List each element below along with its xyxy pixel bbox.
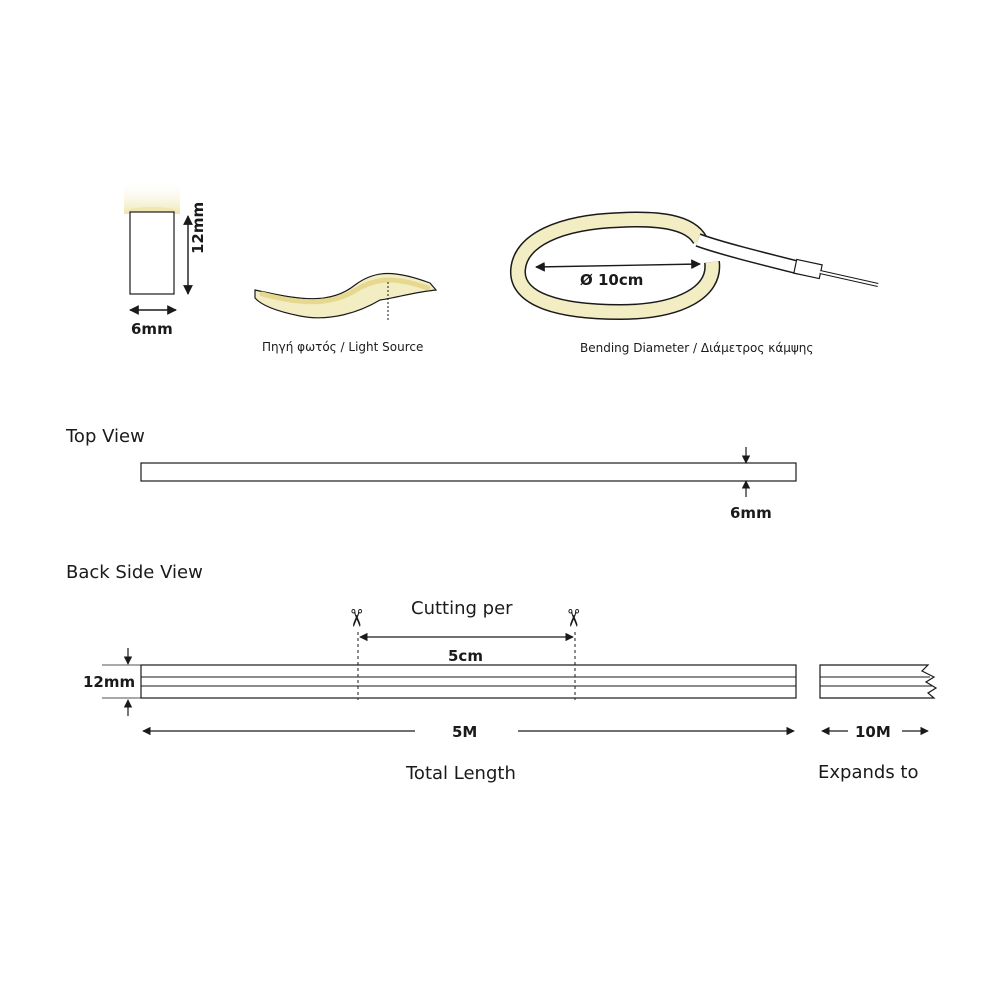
- top-view-title: Top View: [66, 426, 145, 447]
- back-side-view-title: Back Side View: [66, 562, 203, 583]
- profile-height-label: 12mm: [189, 201, 207, 254]
- profile-cross-section: [124, 180, 193, 315]
- cutting-title: Cutting per: [411, 598, 513, 619]
- expansion-strip: [819, 664, 938, 736]
- cutting-value: 5cm: [448, 647, 483, 665]
- connector: [793, 258, 823, 280]
- bending-diameter-value: Ø 10cm: [580, 271, 644, 289]
- light-source-label: Πηγή φωτός / Light Source: [262, 340, 424, 354]
- top-view-strip: [140, 447, 797, 497]
- scissors-icon: ✂: [559, 607, 588, 629]
- back-height-label: 12mm: [83, 673, 136, 691]
- profile-body: [129, 211, 175, 295]
- expand-value: 10M: [855, 723, 891, 741]
- wave-strip: [254, 272, 438, 322]
- diameter-arrow: [535, 259, 701, 272]
- back-side-strip: [102, 632, 797, 736]
- length-label: Total Length: [406, 763, 516, 784]
- expand-label: Expands to: [818, 762, 919, 783]
- bending-coil: [510, 211, 879, 321]
- profile-width-label: 6mm: [131, 320, 173, 338]
- length-value: 5M: [452, 723, 478, 741]
- bending-diameter-label: Bending Diameter / Διάμετρος κάμψης: [580, 341, 814, 355]
- top-view-width-label: 6mm: [730, 504, 772, 522]
- scissors-icon: ✂: [342, 607, 371, 629]
